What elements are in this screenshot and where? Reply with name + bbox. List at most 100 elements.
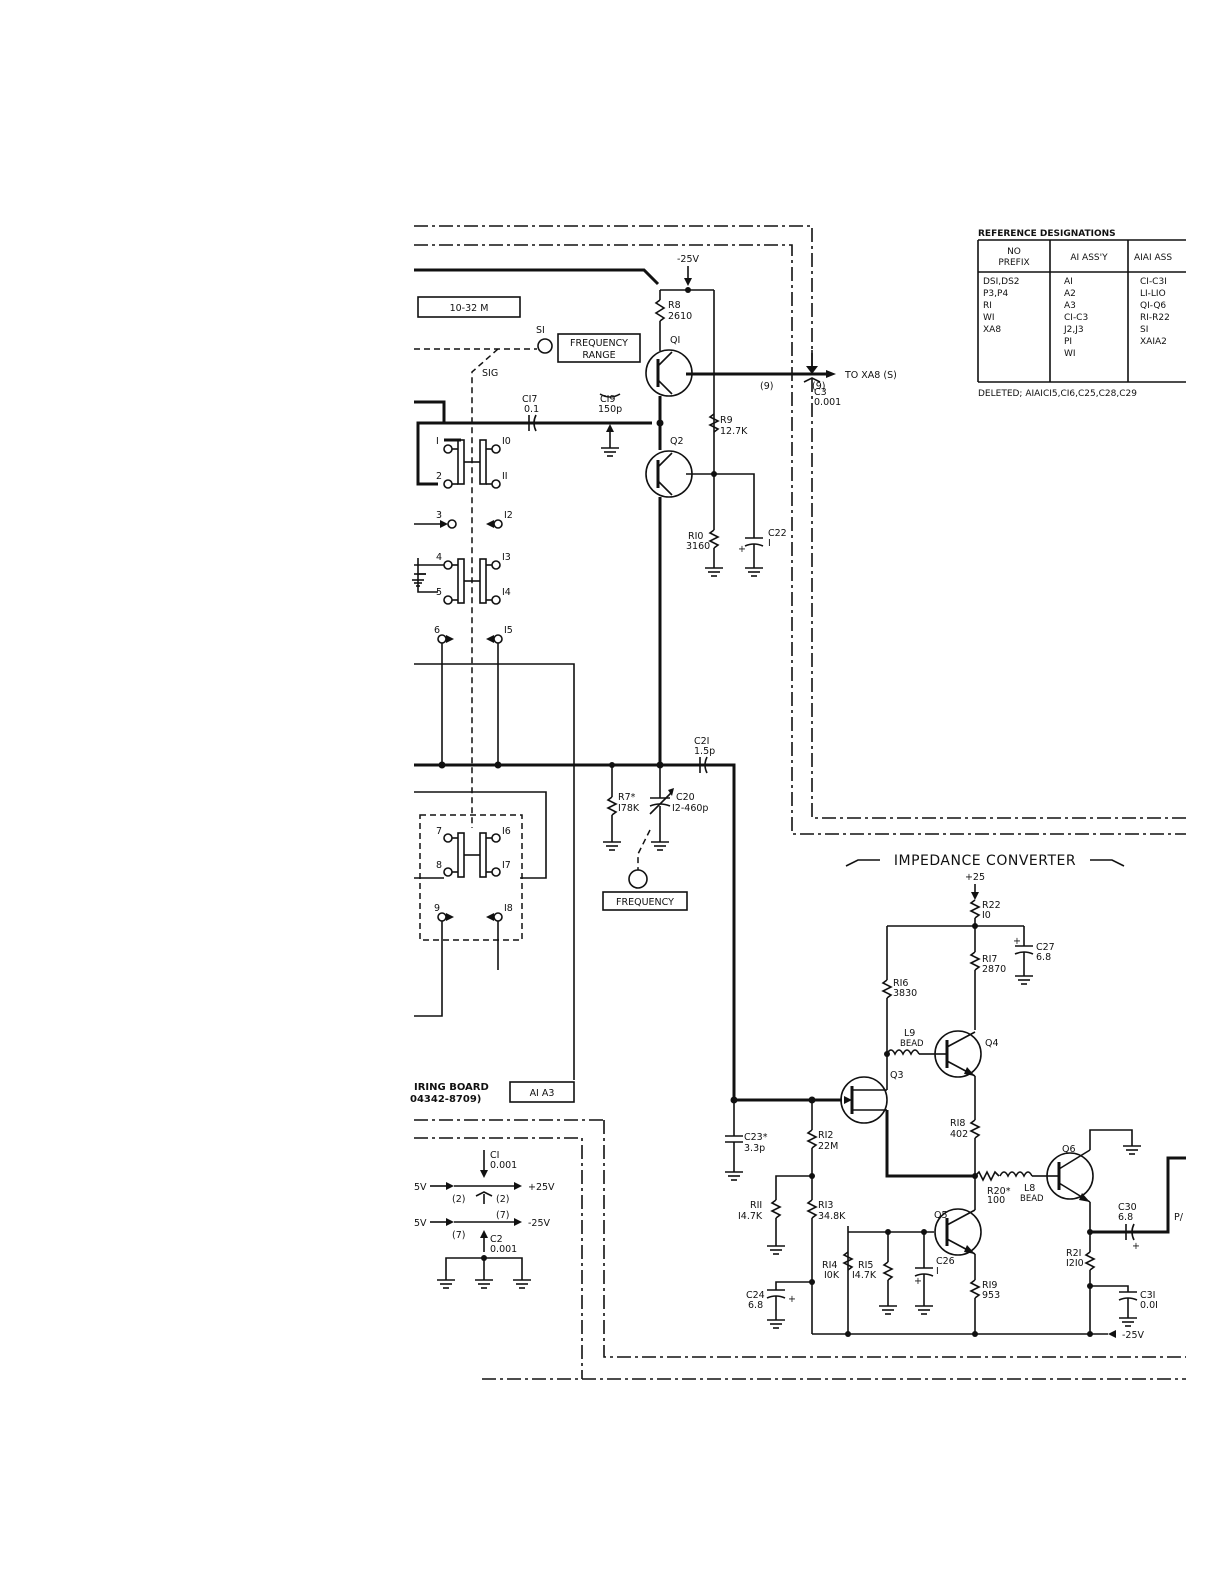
c26-ref: C26 [936,1256,955,1267]
pin9-label-a: (9) [760,381,773,392]
minus25v-top-label: -25V [677,254,700,265]
c31-value: 0.0I [1140,1300,1158,1311]
c3-ref: C3 [814,387,827,398]
c30-ref: C30 [1118,1202,1137,1213]
c26-value: I [936,1266,939,1277]
switch-deck-upper: I 2 I0 II 3 I2 4 5 I3 I4 [412,400,652,1080]
switch-pin-label: I4 [502,587,511,598]
switch-pin-label: 8 [436,860,442,871]
ref-col3-row: SI [1140,325,1148,335]
l9-ref: L9 [904,1028,915,1039]
ref-col1-header-2: PREFIX [998,258,1029,268]
c27-ref: C27 [1036,942,1055,953]
c1-value: 0.001 [490,1160,517,1171]
ref-col1-row: P3,P4 [983,289,1008,299]
ref-col2-row: AI [1064,277,1073,287]
ref-col2-row: PI [1064,337,1072,347]
r18-ref: RI8 [950,1118,965,1129]
q5-label: Q5 [934,1210,948,1221]
switch-pin-label: I [436,436,439,447]
assembly-boundaries [414,225,1186,1380]
wiring-board-title: IRING BOARD [414,1082,489,1093]
svg-text:+: + [738,544,746,555]
c1-ref: CI [490,1150,499,1161]
frequency-tuning: C2I 1.5p R7* I78K C20 I2-460p FREQUENCY [602,736,715,911]
plus25-label: +25 [965,872,985,883]
left-5v-b: 5V [414,1218,427,1229]
main-bus [414,761,814,1102]
switch-pin-label: I2 [504,510,513,521]
ref-col2-row: A2 [1064,289,1076,299]
switch-pin-label: I7 [502,860,511,871]
switch-pin-label: 7 [436,826,442,837]
c19-value: 150p [598,404,622,415]
switch-pin-label: I8 [504,903,513,914]
connector-10-32-label: 10-32 M [450,303,489,314]
c3-value: 0.001 [814,397,841,408]
s1-label: SI [536,325,545,336]
connector-10-32-box [417,296,521,318]
switch-pin-label: I3 [502,552,511,563]
c22-value: I [768,538,771,549]
l8-value: BEAD [1020,1194,1044,1204]
r12-ref: RI2 [818,1130,833,1141]
q2-transistor [645,450,693,498]
ref-col2-row: A3 [1064,301,1076,311]
r17-value: 2870 [982,964,1006,975]
ref-col2-header: AI ASS'Y [1070,253,1108,263]
pin7-label-a: (7) [452,1230,465,1241]
ref-col3-header: AIAI ASS [1134,253,1172,263]
l9-value: BEAD [900,1039,924,1049]
ref-col3-row: CI-C3I [1140,277,1167,287]
pin9-label-b: (9) [812,381,825,392]
c19-ref: CI9 [600,394,615,405]
ref-col1-row: RI [983,301,992,311]
frequency-label: FREQUENCY [616,897,674,908]
switch-pin-label: I6 [502,826,511,837]
wiring-board-part: 04342-8709) [410,1094,481,1105]
left-5v-a: 5V [414,1182,427,1193]
r8-ref: R8 [668,300,681,311]
r16-ref: RI6 [893,978,908,989]
ref-col3-row: LI-LIO [1140,289,1166,299]
switch-deck-lower: 7 8 I6 I7 9 I8 [414,814,523,1017]
r22-value: I0 [982,910,991,921]
pin2-label-b: (2) [496,1194,509,1205]
l8-ref: L8 [1024,1183,1035,1194]
r9-ref: R9 [720,415,733,426]
r14-value: I0K [824,1270,840,1281]
wiring-board-label: IRING BOARD 04342-8709) AI A3 [410,1081,575,1105]
svg-text:+: + [914,1276,922,1287]
c24-value: 6.8 [748,1300,763,1311]
svg-text:+: + [1013,936,1021,947]
q4-label: Q4 [985,1038,999,1049]
switch-pin-label: I5 [504,625,513,636]
ref-deleted-note: DELETED; AIAICI5,CI6,C25,C28,C29 [978,389,1137,399]
r11-ref: RII [750,1200,762,1211]
r13-value: 34.8K [818,1211,846,1222]
switch-pin-label: 3 [436,510,442,521]
switch-pin-label: II [502,471,508,482]
a1a3-label: AI A3 [530,1088,555,1099]
c21-value: 1.5p [694,746,715,757]
r20-value: 100 [987,1195,1005,1206]
c20-ref: C20 [676,792,695,803]
power-supply-inputs: CI 0.001 5V +25V (2) (2) (7) 5V -25V (7)… [414,1150,555,1289]
impedance-converter-title: IMPEDANCE CONVERTER [894,853,1076,869]
r8-value: 2610 [668,311,692,322]
r20-ref: R20* [987,1186,1011,1197]
r10-value: 3160 [686,541,710,552]
ref-col1-row: XA8 [983,325,1001,335]
r10-ref: RI0 [688,531,703,542]
switch-pin-label: 2 [436,471,442,482]
frequency-range-label-2: RANGE [582,350,615,361]
ref-col1-row: DSI,DS2 [983,277,1020,287]
ref-col3-row: XAIA2 [1140,337,1167,347]
svg-text:+: + [788,1294,796,1305]
r19-value: 953 [982,1290,1000,1301]
r13-ref: RI3 [818,1200,833,1211]
r21-ref: R2I [1066,1248,1081,1259]
c22-ref: C22 [768,528,787,539]
c20-value: I2-460p [672,803,708,814]
